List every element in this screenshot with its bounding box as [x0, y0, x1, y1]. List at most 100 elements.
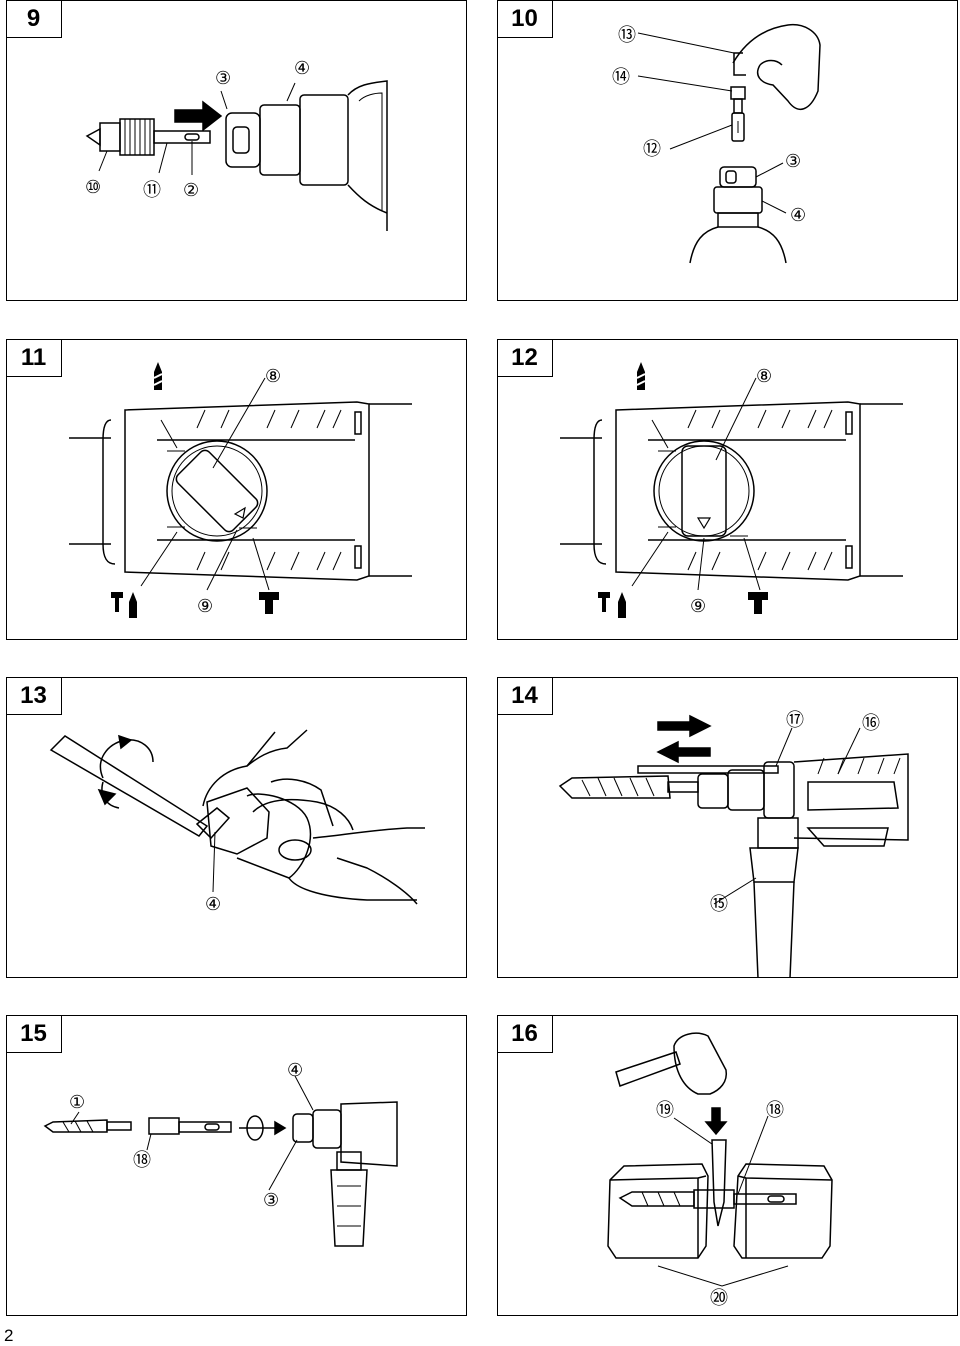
push-arrow-icon — [704, 1107, 728, 1136]
direction-arrow-right-icon — [657, 714, 712, 738]
callout-3: ③ — [215, 68, 231, 88]
callout-3: ③ — [785, 151, 801, 171]
hammer-handle — [615, 1051, 681, 1087]
hammer-drill-icon — [598, 592, 626, 618]
grip-clip — [733, 52, 746, 76]
hammer-drill-icon — [111, 592, 137, 618]
page-number: 2 — [4, 1326, 14, 1345]
tool-chuck — [206, 787, 270, 855]
mode-selector-knob — [175, 449, 259, 533]
figure-12-drawing: ⑧ ⑨ — [560, 362, 903, 618]
callout-17: ⑰ — [786, 710, 804, 730]
figure-16: 16 ⑲ ⑱ — [496, 1014, 958, 1316]
figure-16-drawing: ⑲ ⑱ ⑳ — [607, 1032, 833, 1308]
side-handle-grip — [330, 1169, 368, 1247]
figure-12: 12 — [496, 338, 958, 640]
callout-3: ③ — [263, 1190, 279, 1210]
figure-number: 14 — [496, 676, 553, 715]
drift-wedge — [711, 1139, 727, 1227]
figure-10: 10 ⑬ ⑭ ⑫ ③ ④ — [496, 0, 958, 301]
tool-chuck — [713, 186, 763, 214]
tool-body — [236, 793, 312, 879]
callout-9: ⑨ — [197, 596, 213, 616]
tool-grip-sleeve — [259, 104, 301, 176]
tool-grip-front — [292, 1113, 314, 1143]
hammer-icon — [748, 592, 768, 614]
figure-14-drawing: ⑰ ⑯ ⑮ — [558, 710, 909, 979]
wood-block-right — [733, 1163, 833, 1259]
callout-4: ④ — [294, 58, 310, 78]
callout-4: ④ — [205, 894, 221, 914]
hand-outline — [732, 23, 821, 111]
callout-10: ⑩ — [85, 177, 101, 197]
tool-nose — [299, 94, 349, 186]
mode-dial-ring — [166, 440, 268, 542]
callout-18: ⑱ — [133, 1150, 151, 1170]
chisel — [49, 735, 209, 837]
figure-10-drawing: ⑬ ⑭ ⑫ ③ ④ — [612, 23, 821, 264]
grip-adapter — [731, 112, 745, 142]
tool-body-right — [757, 226, 787, 264]
callout-13: ⑬ — [618, 25, 636, 45]
tool-body — [340, 1101, 398, 1167]
mode-housing — [124, 401, 370, 581]
tool-grip-front — [225, 112, 261, 168]
callout-18: ⑱ — [766, 1100, 784, 1120]
chuck-jaw-tip — [85, 127, 101, 147]
figure-11: 11 — [5, 338, 467, 640]
drill-bit-icon — [636, 362, 646, 390]
figure-number: 13 — [5, 676, 62, 715]
rotation-arrow-icon — [99, 739, 154, 779]
figure-14: 14 ⑰ ⑯ — [496, 676, 958, 979]
callout-15: ⑮ — [710, 894, 728, 914]
callout-8: ⑧ — [265, 366, 281, 386]
figure-9: 9 ③ ④ ⑩ — [5, 0, 467, 301]
callout-2: ② — [183, 180, 199, 200]
hand-left — [202, 731, 276, 807]
side-handle-grip — [749, 847, 799, 883]
callout-19: ⑲ — [656, 1100, 674, 1120]
figure-13-drawing: ④ — [49, 729, 425, 914]
drill-bit — [618, 1191, 695, 1207]
side-handle-clamp — [763, 761, 795, 819]
drill-bit-icon — [153, 362, 163, 390]
figure-number: 16 — [496, 1014, 553, 1053]
chuck-adapter-shank — [153, 130, 211, 144]
hand-right — [252, 798, 354, 831]
drill-bit — [558, 775, 671, 799]
callout-1: ① — [69, 1092, 85, 1112]
hammer-icon — [259, 592, 279, 614]
tool-body-left — [689, 226, 719, 264]
figure-13: 13 ④ — [5, 676, 467, 978]
figure-11-drawing: ⑧ ⑨ — [69, 362, 412, 618]
callout-4: ④ — [287, 1060, 303, 1080]
figure-number: 10 — [496, 0, 553, 38]
figure-15: 15 ④ ① — [5, 1014, 467, 1316]
tool-chuck — [697, 773, 729, 809]
mode-selector-knob — [681, 445, 727, 537]
figure-9-drawing: ③ ④ ⑩ ⑪ ② — [85, 58, 388, 231]
mode-dial-ring — [653, 440, 755, 542]
chuck-sleeve-front — [99, 122, 121, 152]
push-arrow-icon — [174, 100, 223, 132]
callout-16: ⑯ — [862, 713, 880, 733]
callout-12: ⑫ — [643, 139, 661, 159]
figure-number: 9 — [5, 0, 62, 38]
figure-number: 11 — [5, 338, 62, 377]
hammer-head — [673, 1032, 728, 1095]
callout-11: ⑪ — [143, 180, 161, 200]
callout-4: ④ — [790, 205, 806, 225]
figure-number: 15 — [5, 1014, 62, 1053]
taper-adapter — [148, 1117, 180, 1135]
tool-body — [347, 80, 388, 231]
callout-9: ⑨ — [690, 596, 706, 616]
figure-number: 12 — [496, 338, 553, 377]
tool-body — [793, 753, 909, 841]
tool-grip-sleeve — [312, 1109, 342, 1149]
depth-gauge-rod — [637, 765, 779, 774]
callout-14: ⑭ — [612, 67, 630, 87]
callout-20: ⑳ — [710, 1288, 728, 1308]
callout-8: ⑧ — [756, 366, 772, 386]
mode-housing — [615, 401, 861, 581]
direction-arrow-left-icon — [656, 740, 711, 764]
